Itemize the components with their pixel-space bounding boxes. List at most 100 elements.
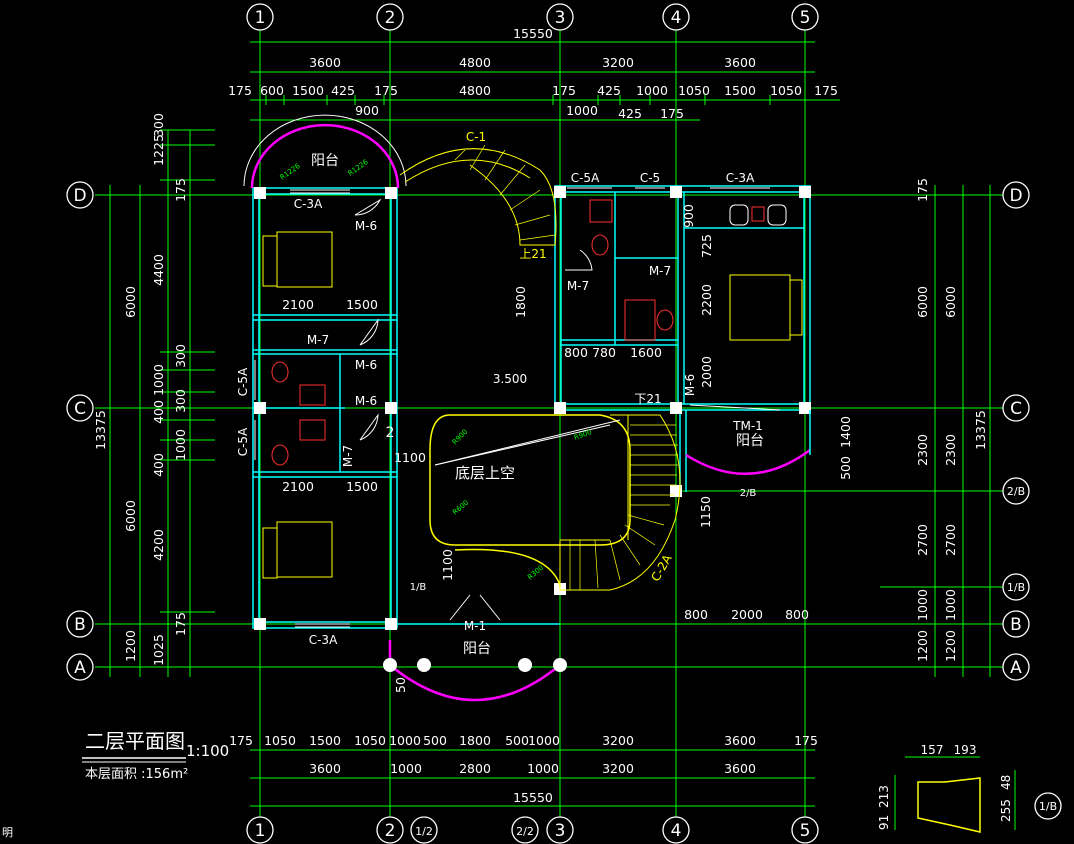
detail-dim: 48 (999, 775, 1013, 790)
left-dim: 4400 (151, 254, 166, 286)
window-c5a-left: C-5A (236, 367, 250, 396)
door-m7: M-7 (567, 279, 589, 293)
grid-label-right: 1/B (1007, 581, 1025, 594)
bed-lower (262, 521, 333, 579)
top-dim: 175 (814, 83, 838, 98)
right-dim: 1200 (915, 630, 930, 662)
grid-label-top: 1 (255, 8, 266, 28)
bottom-dim: 500 (423, 733, 447, 748)
bottom-dim: 500 (505, 733, 529, 748)
right-dim: 6000 (915, 286, 930, 318)
left-dim: 1200 (123, 630, 138, 662)
window-c3a-top: C-3A (294, 197, 323, 211)
inner-dim: 2000 (731, 607, 763, 622)
radius-label: R300 (526, 564, 545, 582)
right-dim: 175 (915, 178, 930, 202)
inner-dim-labels: 2100 1500 2100 1500 1800 800 780 1600 90… (282, 204, 853, 693)
radius-label: R1226 (347, 158, 371, 178)
door-m7: M-7 (307, 333, 329, 347)
top-dim: 175 (660, 106, 684, 121)
inner-dim: 1500 (346, 297, 378, 312)
left-dim: 1025 (151, 634, 166, 666)
bed-upper (262, 231, 333, 288)
right-dimensions (934, 185, 991, 677)
top-dim: 175 (228, 83, 252, 98)
balcony-top-label: 阳台 (311, 153, 339, 169)
window-c5a-top: C-5A (571, 171, 600, 185)
inner-dim: 1800 (513, 286, 528, 318)
grid-mark-2b: 2/B (740, 488, 757, 499)
door-m7: M-7 (341, 445, 355, 467)
lobby-curve (454, 548, 561, 586)
bottom-dim: 1000 (527, 761, 559, 776)
right-dim: 2700 (915, 524, 930, 556)
void-label: 底层上空 (455, 464, 515, 482)
inner-dim: 50 (393, 677, 408, 693)
balcony-posts (383, 658, 567, 672)
stair-up: 上21 (519, 247, 546, 261)
top-dim: 3600 (309, 55, 341, 70)
left-dim: 400 (151, 400, 166, 424)
grid-bubbles (66, 3, 1030, 844)
left-dim: 4200 (151, 529, 166, 561)
right-dim: 1200 (943, 630, 958, 662)
grid-mark-2: 2 (386, 425, 395, 441)
door-m7: M-7 (649, 264, 671, 278)
left-dim: 400 (151, 453, 166, 477)
right-dim: 6000 (943, 286, 958, 318)
top-dim: 425 (618, 106, 642, 121)
tag-labels: C-3A C-3A C-3A C-5A C-5 C-5A C-5A M-6 M-… (236, 130, 763, 647)
inner-dim: 800 (785, 607, 809, 622)
top-dim: 425 (331, 83, 355, 98)
left-dim: 1000 (151, 364, 166, 396)
void-outline (429, 414, 631, 546)
inner-dim: 1100 (394, 450, 426, 465)
inner-dim: 800 (684, 607, 708, 622)
inner-dim: 2100 (282, 297, 314, 312)
top-dim: 4800 (459, 55, 491, 70)
left-dim: 300 (151, 113, 166, 137)
bottom-dim: 1500 (309, 733, 341, 748)
plan-scale: 1:100 (186, 742, 229, 760)
grid-lines (95, 30, 1003, 830)
radius-label: R600 (451, 499, 470, 517)
bottom-dim: 3600 (724, 733, 756, 748)
top-dim: 4800 (459, 83, 491, 98)
left-total: 13375 (93, 410, 108, 450)
bottom-dim: 1000 (390, 761, 422, 776)
grid-label-bottom: 2 (385, 821, 396, 841)
detail-dim: 91 (877, 815, 891, 830)
grid-label-right: 2/B (1007, 485, 1025, 498)
left-dim: 300 (173, 344, 188, 368)
plan-area: 本层面积 :156m² (85, 767, 188, 782)
armchairs (729, 204, 787, 226)
door-m6: M-6 (355, 394, 377, 408)
stair-c1: C-1 (466, 130, 486, 144)
window-c3a-bottom: C-3A (309, 633, 338, 647)
right-dim: 1000 (915, 589, 930, 621)
plan-title: 二层平面图 (85, 729, 185, 753)
inner-dim: 1500 (346, 479, 378, 494)
radius-label: R1226 (279, 162, 303, 182)
detail-dim: 193 (954, 743, 977, 757)
door-m6: M-6 (355, 219, 377, 233)
left-dim: 300 (173, 389, 188, 413)
grid-label-top: 3 (555, 8, 566, 28)
bottom-dim: 1800 (459, 733, 491, 748)
stair-down: 下21 (634, 392, 661, 406)
door-m6: M-6 (355, 358, 377, 372)
inner-dim: 500 (838, 456, 853, 480)
radius-label: R900 (573, 428, 593, 442)
detail-section: 157 193 91 213 255 48 1/B (877, 743, 1062, 833)
right-dim: 1000 (943, 589, 958, 621)
bottom-dimensions (250, 749, 815, 807)
window-c5-top: C-5 (640, 171, 660, 185)
bottom-dim: 1000 (528, 733, 560, 748)
bottom-dim: 3600 (724, 761, 756, 776)
grid-label-bottom: 2/2 (516, 825, 534, 838)
title-block: 二层平面图 1:100 本层面积 :156m² (82, 729, 229, 782)
radius-label: R900 (451, 428, 470, 447)
window-c5a-left: C-5A (236, 427, 250, 456)
grid-label-right: B (1010, 615, 1022, 635)
top-dim: 600 (260, 83, 284, 98)
